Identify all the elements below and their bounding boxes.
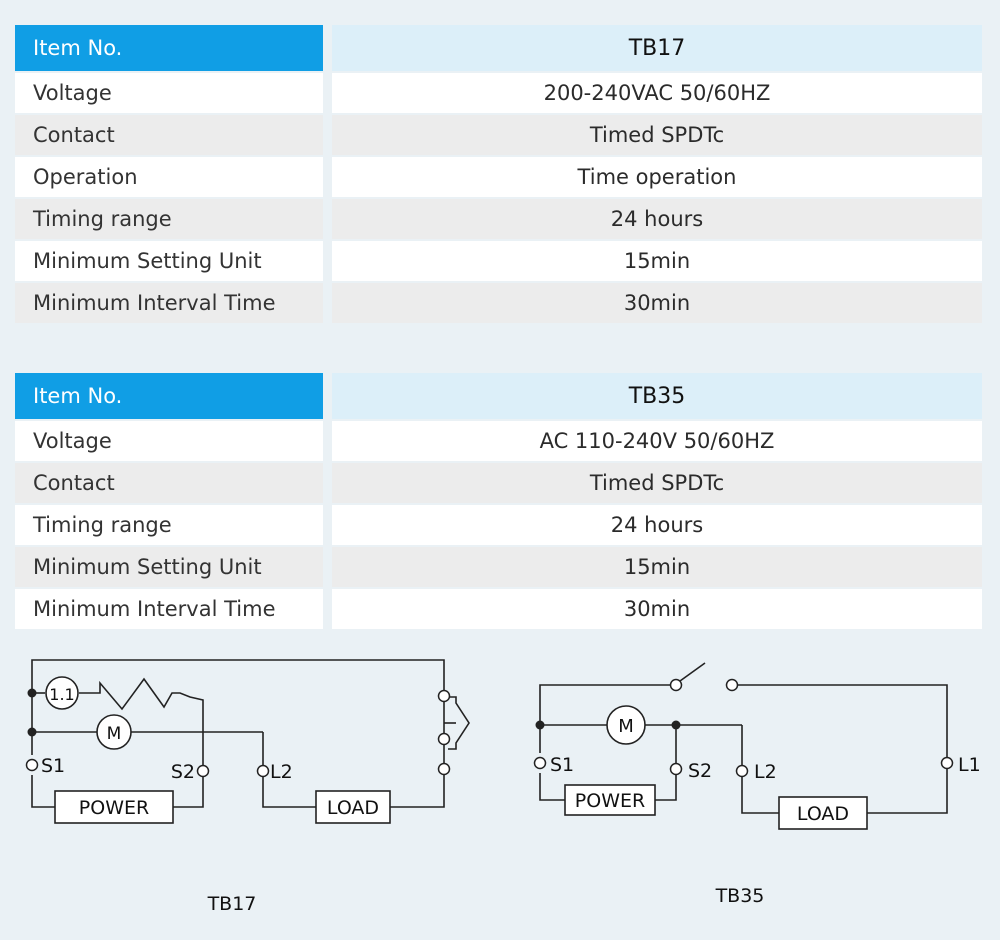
row-value: Time operation (332, 157, 982, 197)
row-label: Minimum Setting Unit (15, 547, 323, 587)
terminal-icon (196, 764, 210, 778)
motor-label: M (618, 716, 634, 737)
fuse-icon (45, 676, 79, 710)
header-label: Item No. (15, 373, 323, 419)
terminal-label-l1: L1 (958, 754, 981, 776)
row-label: Voltage (15, 73, 323, 113)
terminal-icon (940, 756, 954, 770)
terminal-icon (256, 764, 270, 778)
row-label: Minimum Interval Time (15, 589, 323, 629)
table-row: Timing range 24 hours (15, 505, 982, 545)
motor-label: M (107, 724, 122, 744)
row-value: AC 110-240V 50/60HZ (332, 421, 982, 461)
spec-table-tb35: Item No. TB35 Voltage AC 110-240V 50/60H… (15, 371, 982, 631)
row-label: Timing range (15, 199, 323, 239)
table-row: Timing range 24 hours (15, 199, 982, 239)
row-label: Timing range (15, 505, 323, 545)
motor-icon (606, 705, 646, 745)
row-label: Contact (15, 463, 323, 503)
wiring-diagrams: 1.1 M S1 S2 L2 POWER LOAD TB17 M S1 S2 L… (25, 659, 981, 915)
row-value: 15min (332, 547, 982, 587)
power-box (54, 790, 174, 824)
table-row: Operation Time operation (15, 157, 982, 197)
diagram-caption-tb35: TB35 (715, 885, 765, 907)
row-label: Contact (15, 115, 323, 155)
load-label: LOAD (327, 797, 379, 819)
spec-table-tb17: Item No. TB17 Voltage 200-240VAC 50/60HZ… (15, 23, 982, 325)
table-row: Voltage 200-240VAC 50/60HZ (15, 73, 982, 113)
row-label: Minimum Setting Unit (15, 241, 323, 281)
row-value: 200-240VAC 50/60HZ (332, 73, 982, 113)
row-value: 15min (332, 241, 982, 281)
table-row: Minimum Interval Time 30min (15, 589, 982, 629)
junction-dot (671, 720, 681, 730)
table-row: Contact Timed SPDTc (15, 115, 982, 155)
terminal-icon (735, 764, 749, 778)
terminal-icon (669, 762, 683, 776)
terminal-icon (25, 758, 39, 772)
terminal-icon (533, 756, 547, 770)
row-value: 30min (332, 589, 982, 629)
terminal-label-s2: S2 (171, 761, 195, 783)
terminal-label-s1: S1 (550, 754, 574, 776)
fuse-label: 1.1 (49, 685, 74, 704)
table-row: Voltage AC 110-240V 50/60HZ (15, 421, 982, 461)
terminal-label-l2: L2 (754, 761, 777, 783)
switch-contact-icon (725, 678, 739, 692)
tb35-components: M S1 S2 L2 L1 POWER LOAD TB35 (533, 678, 981, 907)
load-box (778, 796, 868, 830)
row-value: 24 hours (332, 505, 982, 545)
terminal-icon (437, 732, 451, 746)
terminal-label-s1: S1 (41, 755, 65, 777)
row-value: Timed SPDTc (332, 115, 982, 155)
row-label: Voltage (15, 421, 323, 461)
row-label: Operation (15, 157, 323, 197)
diagram-caption-tb17: TB17 (207, 893, 257, 915)
switch-contact-icon (669, 678, 683, 692)
tb35-wiring (539, 662, 948, 814)
junction-dot (27, 688, 37, 698)
row-label: Minimum Interval Time (15, 283, 323, 323)
header-model: TB17 (332, 25, 982, 71)
table-row: Contact Timed SPDTc (15, 463, 982, 503)
junction-dot (535, 720, 545, 730)
table-header-row: Item No. TB35 (15, 373, 982, 419)
table-row: Minimum Setting Unit 15min (15, 547, 982, 587)
row-value: 24 hours (332, 199, 982, 239)
tb17-components: 1.1 M S1 S2 L2 POWER LOAD TB17 (25, 676, 451, 915)
terminal-icon (437, 762, 451, 776)
power-box (564, 784, 656, 816)
power-label: POWER (79, 797, 149, 819)
header-model: TB35 (332, 373, 982, 419)
load-box (315, 790, 391, 824)
header-label: Item No. (15, 25, 323, 71)
table-row: Minimum Interval Time 30min (15, 283, 982, 323)
power-label: POWER (575, 790, 645, 812)
table-header-row: Item No. TB17 (15, 25, 982, 71)
motor-icon (96, 714, 132, 750)
tb17-wiring (31, 659, 470, 808)
row-value: Timed SPDTc (332, 463, 982, 503)
junction-dot (27, 727, 37, 737)
terminal-icon (437, 689, 451, 703)
row-value: 30min (332, 283, 982, 323)
terminal-label-l2: L2 (270, 761, 293, 783)
table-row: Minimum Setting Unit 15min (15, 241, 982, 281)
load-label: LOAD (797, 803, 849, 825)
terminal-label-s2: S2 (688, 760, 712, 782)
